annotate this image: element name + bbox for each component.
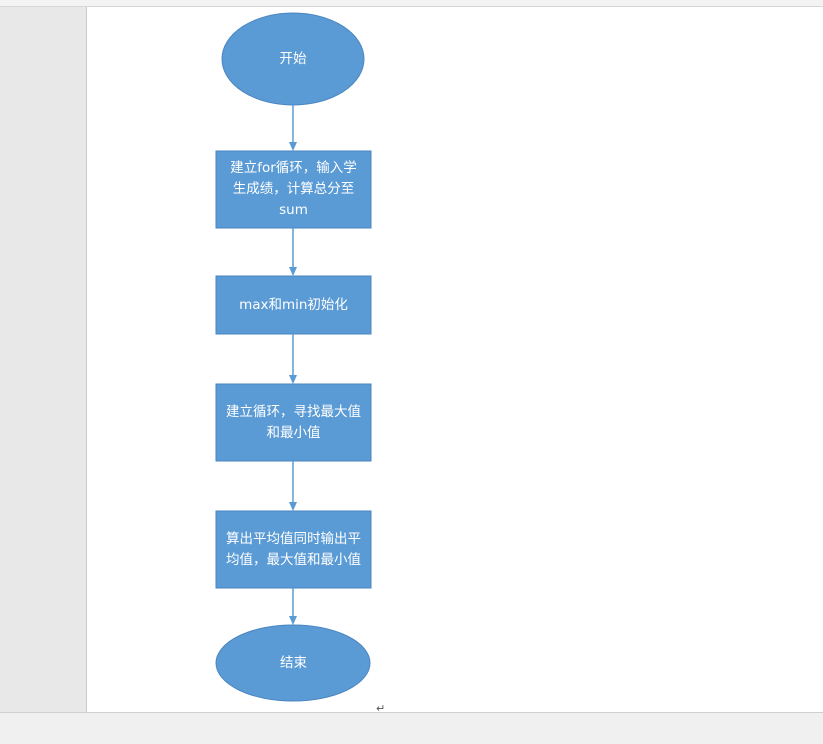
output-node-label: 算出平均值同时输出平均值，最大值和最小值 bbox=[216, 511, 371, 588]
end-node-shape bbox=[215, 624, 371, 702]
output-label-text: 算出平均值同时输出平均值，最大值和最小值 bbox=[226, 530, 361, 568]
start-label-text: 开始 bbox=[279, 50, 307, 67]
paragraph-mark-icon: ↵ bbox=[376, 702, 386, 715]
init-minmax-node-shape bbox=[215, 275, 372, 335]
init-minmax-label-text: max和min初始化 bbox=[239, 296, 348, 313]
init-loop-node-label: 建立for循环，输入学生成绩，计算总分至sum bbox=[216, 151, 371, 228]
end-label-text: 结束 bbox=[280, 654, 307, 671]
left-page-gutter bbox=[0, 7, 87, 712]
end-node-label: 结束 bbox=[216, 625, 371, 701]
init-loop-label-text: 建立for循环，输入学生成绩，计算总分至sum bbox=[230, 160, 357, 218]
find-extremes-label-text: 建立循环，寻找最大值和最小值 bbox=[226, 403, 361, 441]
status-bar bbox=[0, 712, 823, 744]
find-extremes-node-label: 建立循环，寻找最大值和最小值 bbox=[216, 384, 371, 461]
output-node-shape bbox=[215, 510, 372, 589]
top-toolbar-strip bbox=[0, 0, 823, 7]
start-node-label: 开始 bbox=[222, 13, 364, 105]
document-page bbox=[87, 7, 823, 712]
init-loop-node-shape bbox=[215, 150, 372, 229]
init-minmax-node-label: max和min初始化 bbox=[216, 276, 371, 334]
